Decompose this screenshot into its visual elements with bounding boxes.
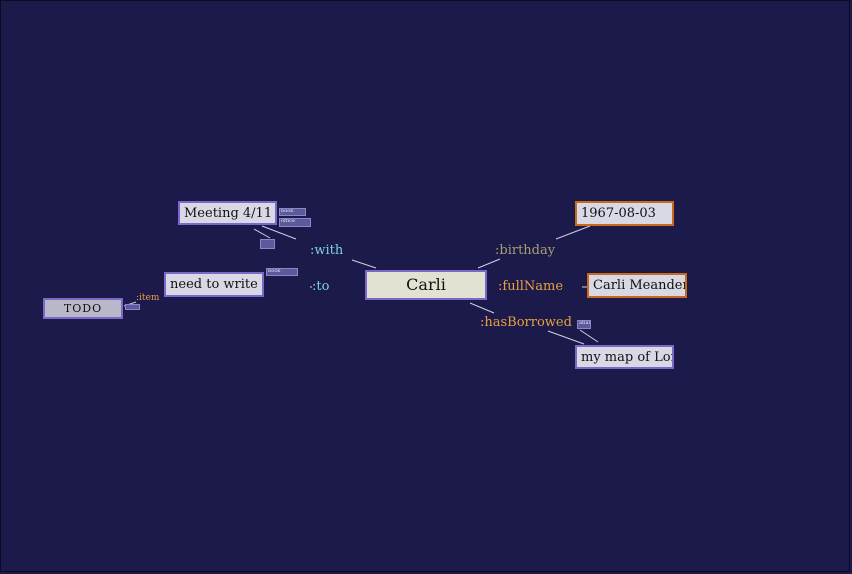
property-to[interactable]: :to bbox=[312, 279, 330, 294]
edge-center-with bbox=[351, 259, 377, 269]
property-with[interactable]: :with bbox=[310, 243, 344, 258]
edge-with-meeting bbox=[261, 225, 297, 240]
node-meeting[interactable]: Meeting 4/11 bbox=[178, 201, 277, 225]
tag-note-book[interactable]: book bbox=[266, 268, 298, 276]
tag-borrowed-atlas[interactable]: atlas bbox=[577, 320, 591, 329]
property-hasborrowed[interactable]: :hasBorrowed bbox=[480, 315, 572, 330]
node-todo[interactable]: TODO bbox=[43, 298, 123, 319]
tag-meeting-office[interactable]: office bbox=[279, 218, 311, 227]
edge-hasborrowed-item bbox=[547, 330, 585, 345]
property-birthday[interactable]: :birthday bbox=[495, 243, 556, 258]
edge-hasborrowed-item-2 bbox=[579, 329, 599, 343]
property-fullname[interactable]: :fullName bbox=[498, 279, 564, 294]
node-borrowed-item[interactable]: my map of London bbox=[575, 345, 674, 369]
edge-birthday-value bbox=[555, 225, 591, 240]
edge-center-hasborrowed bbox=[469, 302, 495, 314]
tag-todo-small[interactable] bbox=[125, 304, 140, 310]
edge-mask bbox=[264, 280, 310, 294]
node-birthday-value[interactable]: 1967-08-03 bbox=[575, 201, 674, 226]
property-item[interactable]: :item bbox=[136, 293, 160, 303]
tag-meeting-small[interactable] bbox=[260, 239, 275, 249]
tag-meeting-book[interactable]: book bbox=[279, 208, 306, 216]
edge-with-meeting-2 bbox=[253, 228, 271, 239]
node-center-carli[interactable]: Carli bbox=[365, 270, 487, 300]
edge-center-birthday bbox=[477, 258, 501, 269]
node-fullname-value[interactable]: Carli Meander bbox=[587, 273, 687, 298]
node-note[interactable]: need to write more bbox=[164, 272, 264, 297]
